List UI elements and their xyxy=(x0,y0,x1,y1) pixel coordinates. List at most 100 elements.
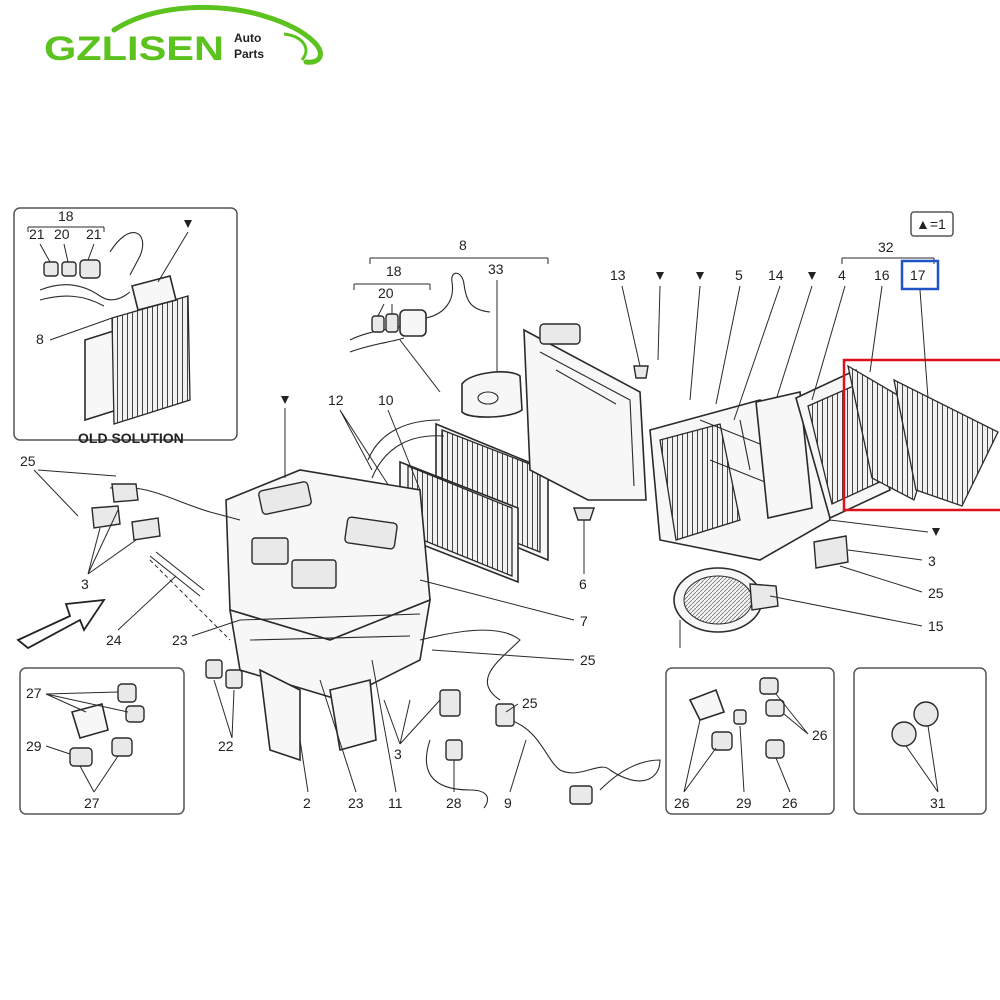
callout-14: 14 xyxy=(768,267,784,283)
callout-18-main: 18 xyxy=(386,263,402,279)
triangle-marker-5-icon xyxy=(696,272,704,280)
clip-26-a xyxy=(759,677,779,695)
drain-grommet-6 xyxy=(573,507,595,521)
group-expansion-valve: 8 18 20 33 xyxy=(349,237,549,418)
callout-10: 10 xyxy=(378,392,394,408)
old-triangle-marker-icon xyxy=(184,220,192,228)
inset-grommets-31: 31 xyxy=(853,667,987,815)
callout-8-old: 8 xyxy=(36,331,44,347)
callout-26-a: 26 xyxy=(812,727,828,743)
clip-27-c xyxy=(69,747,93,767)
callout-27-bot: 27 xyxy=(84,795,100,811)
logo-car-swoosh-icon xyxy=(111,4,323,65)
group-lower-harness: 25 25 22 2 23 11 3 28 9 xyxy=(205,629,661,811)
actuator-3-right xyxy=(813,535,849,569)
callout-2: 2 xyxy=(303,795,311,811)
temperature-sensor-33 xyxy=(461,371,523,418)
old-valve-b xyxy=(61,261,77,277)
actuator-3-mid xyxy=(439,689,461,717)
core-pipes xyxy=(367,419,445,479)
valve-oring-a xyxy=(371,315,385,333)
clip-22-b xyxy=(225,669,243,689)
duct-outlet-b xyxy=(344,516,398,550)
actuator-3-b xyxy=(91,505,121,529)
leader-11 xyxy=(371,659,397,793)
clip-27-b xyxy=(125,705,145,723)
actuator-3-a xyxy=(111,483,139,503)
callout-3-bot: 3 xyxy=(394,746,402,762)
callout-25-right: 25 xyxy=(928,585,944,601)
clip-26-b xyxy=(765,699,785,717)
highlight-blue-label xyxy=(900,259,940,291)
old-leader-8 xyxy=(49,317,113,341)
leader-27-bot xyxy=(79,755,119,793)
harness-wire-mid xyxy=(419,629,521,701)
duct-outlet-d xyxy=(291,559,337,589)
callout-22: 22 xyxy=(218,738,234,754)
callout-20-main: 20 xyxy=(378,285,394,301)
leader-23-left xyxy=(191,619,241,637)
leader-3-bot xyxy=(383,699,441,745)
inset-26-frame xyxy=(665,667,835,815)
callout-3-left: 3 xyxy=(81,576,89,592)
callout-32: 32 xyxy=(878,239,894,255)
legend-text: ▲=1 xyxy=(916,216,946,232)
callout-28: 28 xyxy=(446,795,462,811)
leader-8-to-core xyxy=(399,339,441,393)
blower-fan-blades xyxy=(683,575,753,625)
logo-sub-bottom: Parts xyxy=(234,47,264,61)
connector-28 xyxy=(445,739,463,761)
leader-25-mid2 xyxy=(505,703,519,713)
leader-7 xyxy=(419,579,575,621)
leader-26-b xyxy=(683,719,717,793)
filter-frame-4 xyxy=(755,391,813,519)
bracket-18 xyxy=(353,283,431,290)
logo-wheel-arc-icon xyxy=(283,32,308,61)
leader-5 xyxy=(715,285,741,405)
bracket-26-a xyxy=(688,688,726,721)
leader-triangle-5 xyxy=(689,285,701,401)
rear-duct xyxy=(329,678,377,752)
callout-17: 17 xyxy=(910,267,926,283)
leaders-20 xyxy=(377,303,393,317)
callout-11: 11 xyxy=(388,795,403,811)
inset-clips-26: 26 26 29 26 xyxy=(665,667,835,815)
bracket-8 xyxy=(369,257,549,264)
triangle-marker-right-icon xyxy=(932,528,940,536)
leader-22 xyxy=(213,679,235,739)
callout-26-b: 26 xyxy=(674,795,690,811)
inset-clips-27: 27 29 27 xyxy=(19,667,185,815)
callout-5: 5 xyxy=(735,267,743,283)
clip-26-c xyxy=(711,731,733,751)
inset-27-frame xyxy=(19,667,185,815)
leader-2 xyxy=(299,739,309,793)
blower-motor-connector xyxy=(749,583,779,611)
callout-7: 7 xyxy=(580,613,588,629)
callout-25-mid: 25 xyxy=(580,652,596,668)
valve-pipe-right xyxy=(425,272,491,319)
leader-16 xyxy=(869,285,883,373)
callout-23-left: 23 xyxy=(172,632,188,648)
old-expansion-valve xyxy=(79,259,101,279)
upper-housing-tab xyxy=(539,323,581,345)
leader-26-a xyxy=(775,693,809,735)
expansion-valve-body xyxy=(399,309,427,337)
callout-27-top: 27 xyxy=(26,685,42,701)
clip-27-a xyxy=(117,683,137,703)
actuator-3-c xyxy=(131,517,161,541)
clip-27-d xyxy=(111,737,133,757)
leader-14 xyxy=(733,285,781,421)
callout-4: 4 xyxy=(838,267,846,283)
leader-15 xyxy=(769,595,923,627)
callout-24: 24 xyxy=(106,632,122,648)
callout-8-main: 8 xyxy=(459,237,467,253)
callout-23-bot: 23 xyxy=(348,795,364,811)
triangle-marker-heater-icon xyxy=(281,396,289,404)
leader-24 xyxy=(117,575,177,631)
leader-3-right xyxy=(847,549,923,561)
brand-logo: GZLISEN Auto Parts xyxy=(44,4,323,68)
leader-25-right xyxy=(839,565,923,593)
old-valve-a xyxy=(43,261,59,277)
leader-9 xyxy=(509,739,527,793)
leader-17 xyxy=(919,289,929,399)
